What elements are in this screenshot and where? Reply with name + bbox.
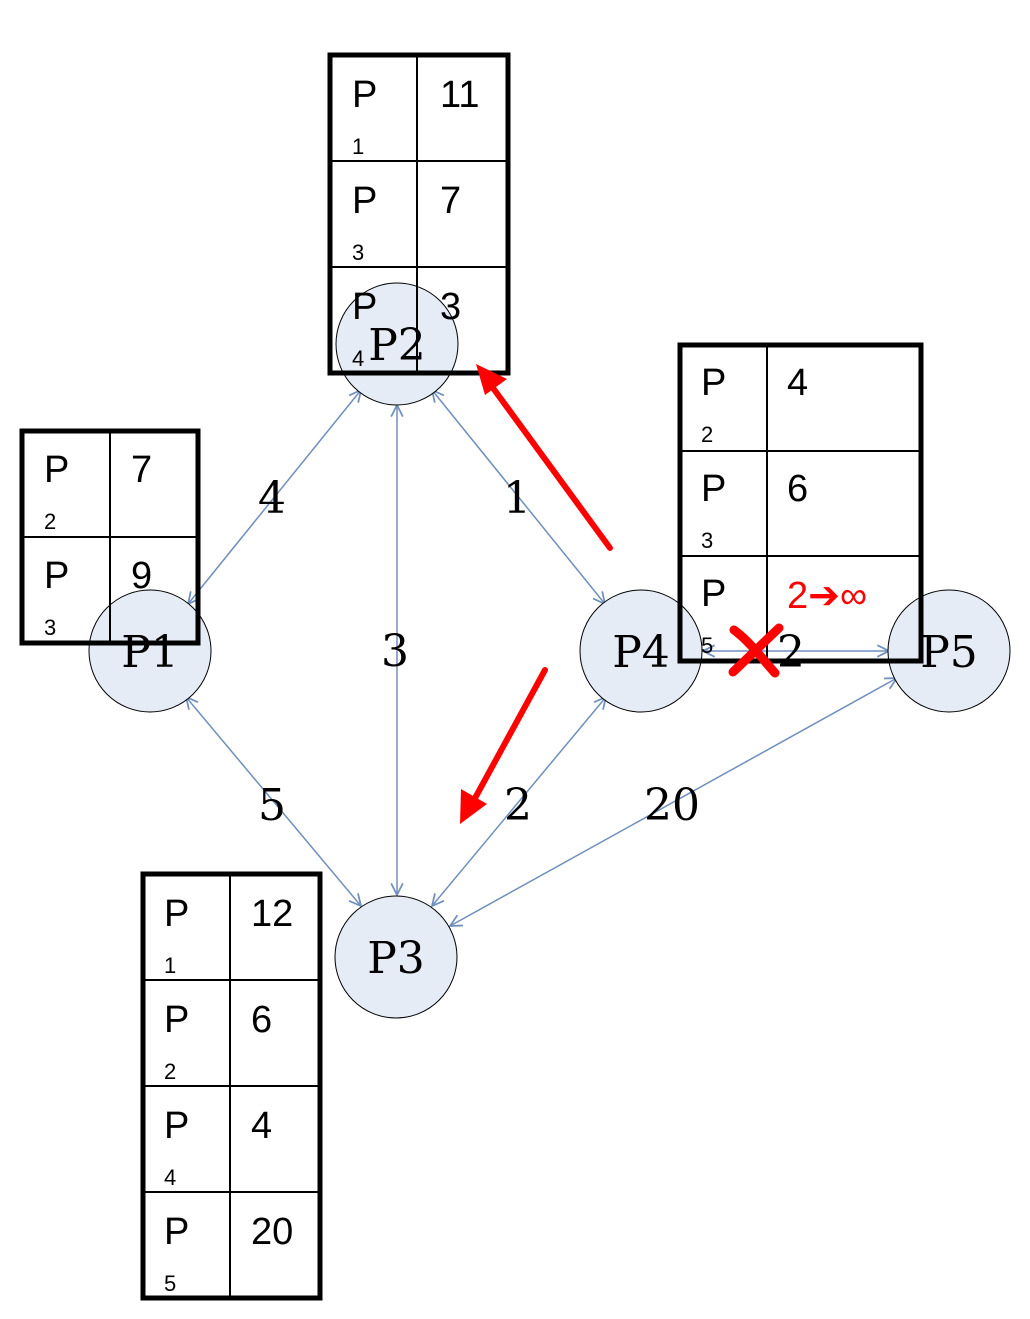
dest-subscript: 4: [164, 1165, 176, 1190]
table-row: P 2 4: [701, 362, 808, 447]
cost-cell: 20: [251, 1211, 293, 1253]
dest-subscript: 1: [164, 953, 176, 978]
dest-cell: P: [352, 286, 377, 328]
node-label: P3: [367, 933, 425, 984]
edge-p2-p4: [432, 390, 605, 604]
table-row: P 5 20: [164, 1211, 293, 1296]
table-row: P 4 4: [164, 1105, 272, 1190]
dest-cell: P: [44, 555, 69, 597]
routing-table-p4: P 2 4 P 3 6 P 5 2➔∞: [677, 342, 924, 664]
cost-cell: 7: [440, 180, 461, 222]
cost-cell: 3: [440, 286, 461, 328]
weight-p3-p5: 20: [644, 780, 700, 831]
cost-cell: 4: [787, 362, 808, 404]
node-p4[interactable]: P4: [579, 589, 703, 713]
node-p5[interactable]: P5: [887, 589, 1011, 713]
dest-subscript: 1: [352, 134, 364, 159]
routing-table-p1: P 2 7 P 3 9: [19, 428, 201, 646]
dest-cell: P: [352, 74, 377, 116]
dest-subscript: 2: [44, 509, 56, 534]
table-row: P 4 3: [352, 286, 461, 371]
weight-p4-p5: 2: [777, 627, 805, 678]
dest-cell: P: [164, 893, 189, 935]
table-row: P 1 11: [352, 74, 479, 159]
table-row: P 3 7: [352, 180, 461, 265]
node-p3[interactable]: P3: [334, 895, 458, 1019]
dest-subscript: 3: [352, 240, 364, 265]
weight-p2-p4: 1: [503, 473, 531, 524]
weight-p2-p3: 3: [381, 626, 409, 677]
edge-p1-p3: [186, 697, 361, 906]
dest-subscript: 5: [701, 633, 713, 658]
routing-table-p3: P 1 12 P 2 6 P 4 4 P 5 20: [140, 871, 323, 1301]
edges: [186, 390, 897, 926]
cost-cell: 6: [251, 999, 272, 1041]
dest-cell: P: [44, 449, 69, 491]
edge-weights: 4 3 1 5 2 20: [258, 473, 700, 831]
table-row: P 1 12: [164, 893, 293, 978]
dest-cell: P: [164, 1105, 189, 1147]
cost-cell: 7: [131, 449, 152, 491]
dest-cell: P: [164, 1211, 189, 1253]
arrow-p4-to-p3-icon: [460, 667, 548, 824]
cost-cell: 4: [251, 1105, 272, 1147]
cost-cell: 12: [251, 893, 293, 935]
weight-p1-p3: 5: [258, 780, 286, 831]
arrow-p4-to-p2-icon: [476, 364, 613, 551]
cost-cell: 6: [787, 468, 808, 510]
weight-p3-p4: 2: [504, 780, 532, 831]
dest-subscript: 4: [352, 346, 364, 371]
node-label: P5: [920, 627, 978, 678]
edge-p3-p5: [450, 678, 897, 926]
table-row: P 2 7: [44, 449, 152, 534]
routing-table-p2: P 1 11 P 3 7 P 4 3: [327, 52, 511, 376]
dest-cell: P: [352, 180, 377, 222]
node-label: P4: [612, 627, 670, 678]
dest-cell: P: [164, 999, 189, 1041]
cost-cell: 9: [131, 555, 152, 597]
cost-cell: 11: [440, 74, 479, 116]
dest-subscript: 3: [701, 528, 713, 553]
table-row: P 3 6: [701, 468, 808, 553]
dest-cell: P: [701, 468, 726, 510]
dest-cell: P: [701, 573, 726, 615]
table-row: P 3 9: [44, 555, 152, 640]
node-p1[interactable]: P1: [88, 589, 212, 713]
weight-p1-p2: 4: [258, 473, 286, 524]
updated-cost-cell: 2➔∞: [787, 575, 867, 617]
dest-subscript: 2: [701, 422, 713, 447]
node-label: P1: [121, 627, 179, 678]
table-row: P 2 6: [164, 999, 272, 1084]
cross-mark-icon: [728, 623, 784, 678]
table-row: P 5 2➔∞: [701, 573, 867, 658]
dest-cell: P: [701, 362, 726, 404]
edge-p1-p2: [188, 390, 361, 604]
dest-subscript: 5: [164, 1271, 176, 1296]
dest-subscript: 2: [164, 1059, 176, 1084]
dest-subscript: 3: [44, 615, 56, 640]
